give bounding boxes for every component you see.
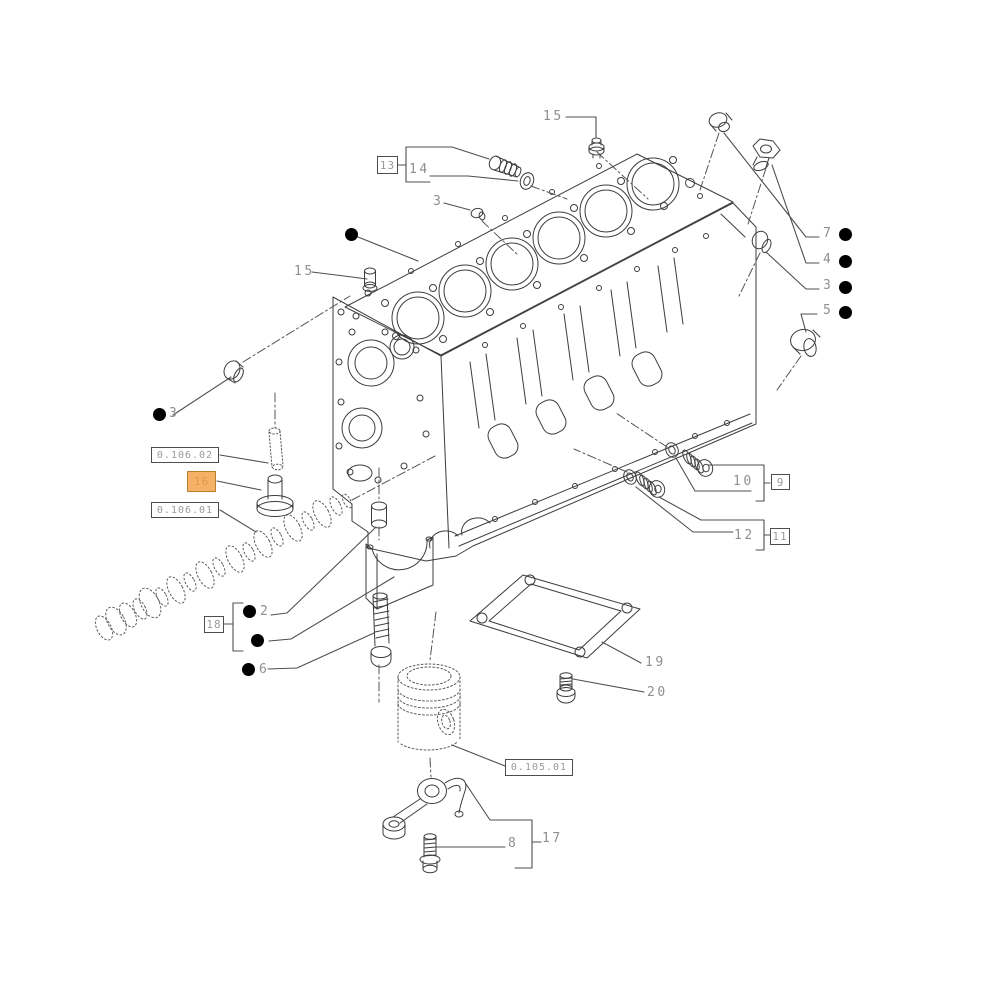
- label-20[interactable]: 20: [647, 685, 668, 700]
- label-3-left[interactable]: 3: [169, 406, 180, 421]
- pushrod-drawing: [268, 427, 284, 471]
- valve-tappet-drawing: [256, 474, 294, 517]
- bearing-cap-drawing: [365, 536, 434, 610]
- label-15-top[interactable]: 15: [543, 109, 564, 124]
- stud-15-left-drawing: [362, 267, 378, 292]
- label-6[interactable]: 6: [259, 662, 270, 677]
- hex-plug-4-drawing: [752, 138, 781, 172]
- plug-10-drawing: [682, 449, 714, 477]
- side-cover-gasket-drawing: [469, 574, 641, 659]
- bullet-4: [838, 254, 852, 268]
- bullet-5: [838, 305, 852, 319]
- bullet-6: [241, 662, 255, 676]
- label-3-right[interactable]: 3: [823, 278, 834, 293]
- ref-box-11[interactable]: 11: [770, 528, 790, 545]
- label-7[interactable]: 7: [823, 226, 834, 241]
- label-19[interactable]: 19: [645, 655, 666, 670]
- label-8[interactable]: 8: [508, 836, 519, 851]
- ref-box-section-0-105-01[interactable]: 0.105.01: [505, 759, 573, 776]
- ref-box-section-0-106-02[interactable]: 0.106.02: [151, 447, 219, 463]
- bullet-head-gasket: [344, 227, 358, 241]
- bearing-cap-screw-drawing: [370, 592, 392, 668]
- ref-box-section-0-106-01[interactable]: 0.106.01: [151, 502, 219, 518]
- oil-nozzle-drawing: [382, 777, 467, 840]
- oring-10-drawing: [665, 442, 679, 458]
- bullet-mid: [250, 633, 264, 647]
- plug-13-drawing: [488, 155, 522, 178]
- nozzle-bolt-drawing: [419, 833, 441, 874]
- label-4[interactable]: 4: [823, 252, 834, 267]
- plug-3-top-drawing: [470, 207, 486, 221]
- label-5[interactable]: 5: [823, 303, 834, 318]
- label-10[interactable]: 10: [733, 474, 754, 489]
- label-12[interactable]: 12: [734, 528, 755, 543]
- washer-14-drawing: [519, 172, 535, 190]
- cup-plug-3-left-drawing: [223, 360, 244, 384]
- ref-box-9[interactable]: 9: [771, 474, 790, 490]
- cup-plug-5-drawing: [790, 328, 821, 357]
- cup-plug-3-right-drawing: [751, 230, 772, 254]
- plug-12-drawing: [635, 471, 666, 498]
- ref-box-16-highlighted[interactable]: 16: [187, 471, 216, 492]
- cover-bolt-drawing: [556, 672, 576, 704]
- centerlines: [242, 132, 802, 778]
- bullet-3-left: [152, 407, 166, 421]
- bullet-3-right: [838, 280, 852, 294]
- label-3-top[interactable]: 3: [433, 194, 444, 209]
- bullet-7: [838, 227, 852, 241]
- label-17[interactable]: 17: [542, 831, 563, 846]
- ref-box-13[interactable]: 13: [377, 156, 398, 174]
- bullet-2: [242, 604, 256, 618]
- leader-lines: [172, 116, 820, 869]
- label-15-left[interactable]: 15: [294, 264, 315, 279]
- label-14[interactable]: 14: [409, 162, 430, 177]
- camshaft-drawing: [94, 493, 353, 641]
- cup-plug-7-drawing: [708, 112, 733, 133]
- engine-block-drawing: [332, 202, 757, 562]
- label-2[interactable]: 2: [260, 604, 271, 619]
- oring-12-drawing: [623, 469, 637, 485]
- ref-box-18[interactable]: 18: [204, 616, 224, 633]
